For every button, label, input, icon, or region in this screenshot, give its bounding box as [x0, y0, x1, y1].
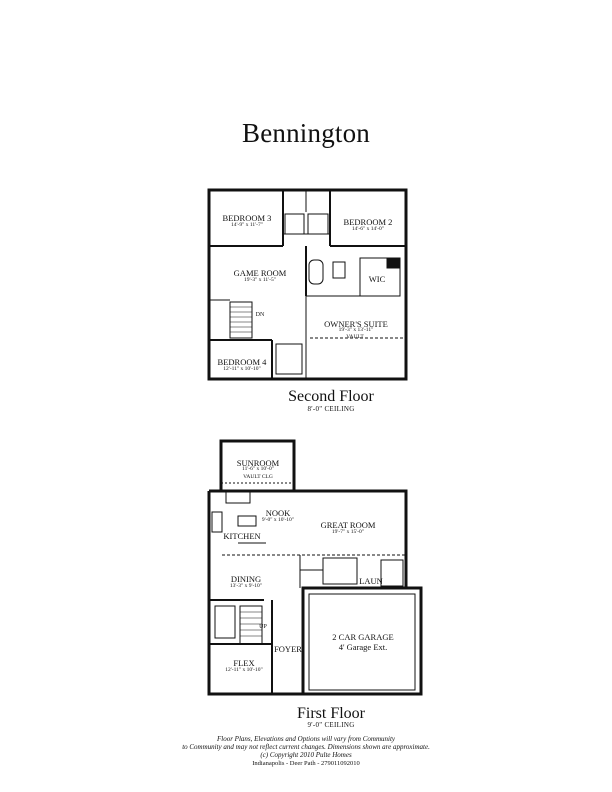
room-label-bedroom-4: BEDROOM 4	[217, 357, 267, 367]
room-label-flex: FLEX	[233, 658, 255, 668]
room-label-great-room: GREAT ROOM	[320, 520, 376, 530]
room-dims-nook: 9'-0" x 10'-10"	[261, 517, 295, 523]
room-label-nook: NOOK	[265, 508, 291, 518]
room-dims-sunroom: 11'-6" x 10'-0"	[242, 466, 274, 472]
vault-note: VAULT	[346, 334, 364, 340]
stair-down-label: DN	[255, 312, 265, 318]
copyright-line: (c) Copyright 2010 Pulte Homes	[260, 751, 352, 759]
room-dims-flex: 12'-11" x 10'-10"	[225, 667, 263, 673]
room-label-wic: WIC	[368, 274, 386, 284]
plan-code: Indianapolis - Deer Path - 279011092010	[252, 760, 360, 767]
room-label-bedroom-2: BEDROOM 2	[343, 217, 393, 227]
first-floor-walls	[207, 439, 423, 696]
room-dims-great-room: 19'-7" x 15'-0"	[331, 529, 365, 535]
second-floor-ceiling: 8'-0" CEILING	[307, 405, 355, 413]
room-dims-bedroom-4: 12'-11" x 10'-10"	[223, 366, 261, 372]
first-floor-caption: First Floor	[296, 705, 365, 722]
room-label-owners-suite: OWNER'S SUITE	[324, 319, 388, 329]
disclaimer-line-2: to Community and may not reflect current…	[182, 743, 430, 751]
room-label-dining: DINING	[230, 574, 262, 584]
room-label-garage: 2 CAR GARAGE	[332, 632, 394, 642]
disclaimer-line-1: Floor Plans, Elevations and Options will…	[216, 735, 396, 743]
room-label-kitchen: KITCHEN	[223, 531, 261, 541]
vault-ceiling-note: VAULT CLG	[243, 474, 273, 480]
room-dims-owners-suite: 19'-3" x 13'-11"	[338, 327, 374, 333]
room-label-game-room: GAME ROOM	[233, 268, 287, 278]
room-label-foyer: FOYER	[274, 644, 302, 654]
second-floor-walls	[207, 188, 408, 381]
plan-code-line: Indianapolis - Deer Path - 279011092010	[0, 759, 612, 769]
room-dims-game-room: 19'-3" x 11'-5"	[244, 277, 276, 283]
room-dims-garage: 4' Garage Ext.	[338, 642, 388, 652]
room-dims-dining: 13'-3" x 9'-10"	[229, 583, 263, 589]
first-floor-ceiling: 9'-0" CEILING	[307, 721, 355, 729]
room-dims-bedroom-2: 14'-6" x 14'-0"	[351, 226, 385, 232]
room-label-bedroom-3: BEDROOM 3	[222, 213, 272, 223]
room-label-laundry: LAUN	[359, 576, 383, 586]
room-label-sunroom: SUNROOM	[236, 458, 280, 468]
plan-title: Bennington	[242, 118, 370, 148]
room-dims-bedroom-3: 14'-9" x 11'-7"	[231, 222, 263, 228]
second-floor-caption: Second Floor	[288, 388, 374, 405]
stair-up-label: UP	[259, 624, 267, 630]
